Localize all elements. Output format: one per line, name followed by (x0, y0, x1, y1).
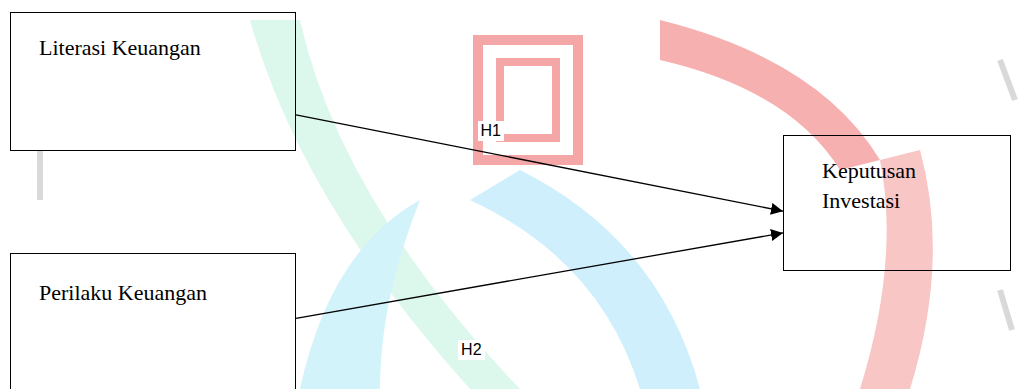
hypothesis-label: H1 (478, 121, 504, 141)
node-label: Keputusan Investasi (822, 156, 952, 215)
hypothesis-arrow (296, 115, 783, 211)
node-label: Literasi Keuangan (39, 33, 295, 63)
hypothesis-label: H2 (458, 340, 484, 360)
hypothesis-arrow (296, 233, 783, 318)
node-label: Perilaku Keuangan (39, 278, 295, 308)
concept-box: Literasi Keuangan (10, 12, 296, 151)
concept-box: Perilaku Keuangan (10, 253, 296, 389)
outcome-box: Keputusan Investasi (783, 135, 1011, 271)
